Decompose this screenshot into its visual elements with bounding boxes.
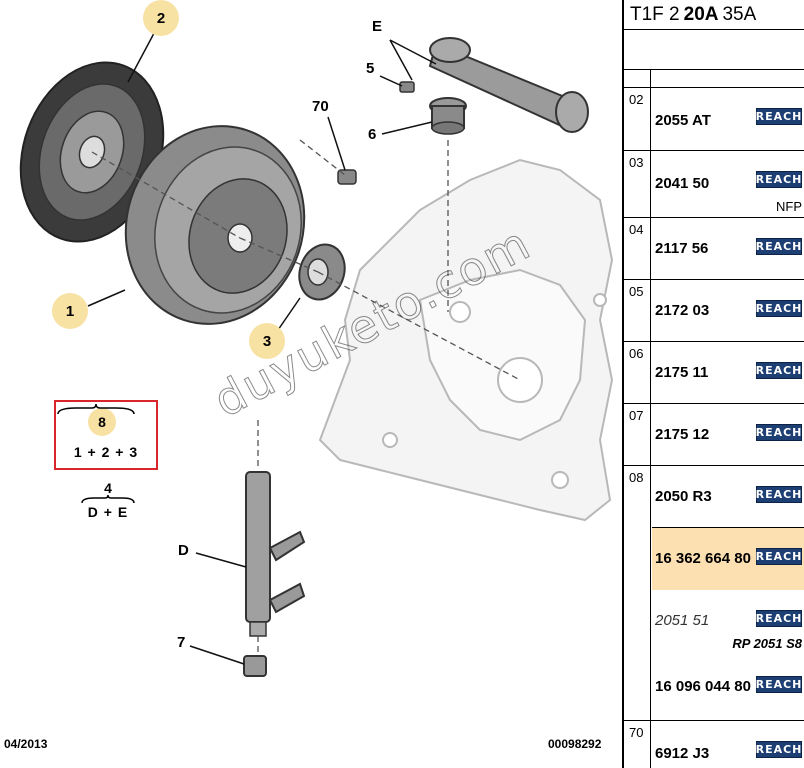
part-row[interactable]: 2050 R3 REACH — [652, 466, 804, 528]
part-reference[interactable]: 2055 AT — [655, 112, 711, 129]
part-reference[interactable]: 2050 R3 — [655, 488, 712, 505]
reach-badge: REACH — [755, 610, 803, 627]
bush — [429, 97, 467, 135]
reach-badge: REACH — [755, 676, 803, 693]
parts-panel: T1F 2 20A 35A 02 2055 AT REACH 03 2041 5… — [622, 0, 804, 768]
callout-1: 1 — [52, 293, 88, 329]
row-index: 07 — [624, 404, 651, 465]
sub-kit: 4 D + E — [80, 480, 136, 528]
reach-badge: REACH — [755, 171, 803, 188]
header-part2: 20A — [683, 3, 719, 25]
assembly-lines — [91, 139, 521, 656]
header-part3: 35A — [722, 3, 757, 25]
part-row[interactable]: 04 2117 56 REACH — [624, 218, 804, 280]
part-reference[interactable]: 2175 12 — [655, 426, 710, 443]
row-index: 03 — [624, 151, 651, 217]
part-reference-superseded[interactable]: 2051 51 — [655, 612, 710, 629]
part-reference[interactable]: 16 096 044 80 — [655, 678, 751, 695]
row-note: RP 2051 S8 — [732, 636, 802, 651]
footer-code: 00098292 — [548, 737, 602, 751]
part-row[interactable]: 05 2172 03 REACH — [624, 280, 804, 342]
callout-3: 3 — [249, 323, 285, 359]
sub-kit-brace — [81, 494, 135, 504]
panel-subheader — [624, 70, 804, 88]
reach-badge: REACH — [755, 486, 803, 503]
part-row-highlighted[interactable]: 16 362 664 80 REACH — [652, 528, 804, 590]
kit-box: 8 1 + 2 + 3 — [54, 400, 158, 470]
header-part1: T1F 2 — [630, 3, 680, 25]
callout-2: 2 — [143, 0, 179, 36]
reach-badge: REACH — [755, 300, 803, 317]
reach-badge: REACH — [755, 238, 803, 255]
callout-5: 5 — [366, 60, 375, 77]
reach-badge: REACH — [755, 548, 803, 565]
callout-D: D — [178, 542, 189, 559]
exploded-diagram: 2 1 3 70 5 6 E D 7 8 1 + 2 + 3 4 D + E d… — [4, 0, 614, 751]
reach-badge: REACH — [755, 424, 803, 441]
part-reference[interactable]: 2117 56 — [655, 240, 709, 257]
panel-spacer — [624, 30, 804, 70]
part-reference[interactable]: 6912 J3 — [655, 745, 710, 762]
kit-brace — [57, 403, 135, 415]
part-row-group: 08 2050 R3 REACH 16 362 664 80 REACH 205… — [624, 466, 804, 721]
leader-lines — [87, 21, 437, 665]
part-reference[interactable]: 2175 11 — [655, 364, 709, 381]
row-index: 02 — [624, 88, 651, 150]
sub-kit-formula: D + E — [87, 504, 129, 520]
footer-date: 04/2013 — [4, 737, 48, 751]
reach-badge: REACH — [755, 362, 803, 379]
kit-formula: 1 + 2 + 3 — [73, 444, 139, 460]
reach-badge: REACH — [755, 741, 803, 758]
row-index: 04 — [624, 218, 651, 279]
row-index: 08 — [624, 466, 651, 720]
row-index: 05 — [624, 280, 651, 341]
diagram-drawing — [19, 21, 614, 677]
part-row[interactable]: 70 6912 J3 REACH — [624, 721, 804, 768]
part-row[interactable]: 06 2175 11 REACH — [624, 342, 804, 404]
callout-E: E — [372, 18, 383, 35]
callout-7: 7 — [177, 634, 186, 651]
part-reference[interactable]: 2172 03 — [655, 302, 710, 319]
part-row[interactable]: 03 2041 50 REACH NFP — [624, 151, 804, 218]
kit-number: 8 — [88, 408, 116, 436]
row-index: 70 — [624, 721, 651, 768]
release-fork-arm — [399, 37, 589, 133]
release-bearing — [298, 243, 346, 301]
callout-70: 70 — [312, 98, 329, 115]
pressure-plate — [124, 125, 306, 325]
callout-6: 6 — [368, 126, 377, 143]
lower-bush — [243, 655, 267, 677]
row-index: 06 — [624, 342, 651, 403]
reach-badge: REACH — [755, 108, 803, 125]
part-row[interactable]: 07 2175 12 REACH — [624, 404, 804, 466]
sub-kit-number: 4 — [104, 480, 112, 496]
part-reference[interactable]: 16 362 664 80 — [655, 550, 751, 567]
gearbox-housing — [318, 158, 614, 522]
part-reference[interactable]: 2041 50 — [655, 175, 710, 192]
fork-shaft — [245, 471, 306, 637]
part-row[interactable]: 2051 51 REACH RP 2051 S8 16 096 044 80 R… — [652, 590, 804, 721]
part-row[interactable]: 02 2055 AT REACH — [624, 88, 804, 151]
row-note: NFP — [776, 199, 802, 214]
panel-header: T1F 2 20A 35A — [624, 0, 804, 30]
